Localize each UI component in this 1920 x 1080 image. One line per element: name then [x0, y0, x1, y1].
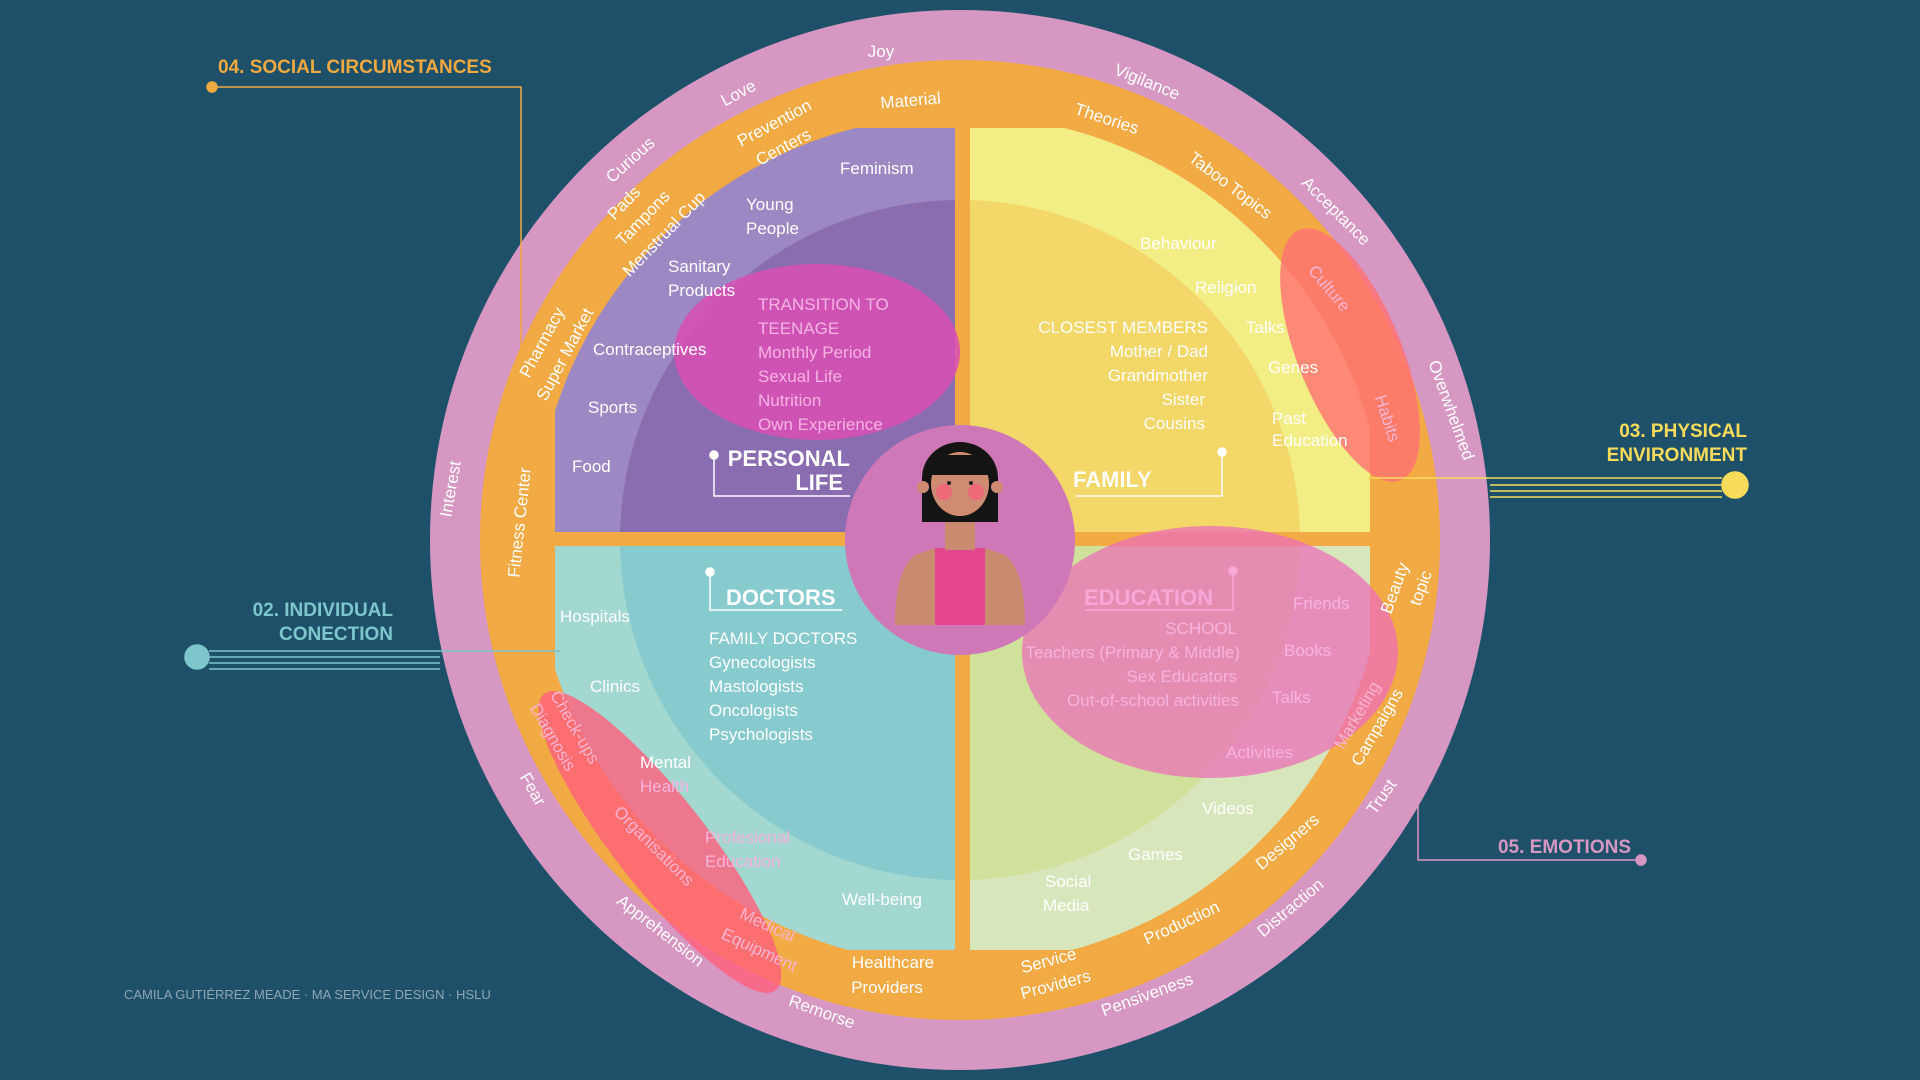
- doctors-item: Mental: [640, 753, 691, 772]
- highlight-healthcare: [538, 691, 782, 993]
- education-item: Activities: [1226, 743, 1293, 762]
- personal-item: Young: [746, 195, 794, 214]
- family-title: FAMILY: [1073, 467, 1152, 492]
- doctors-title-marker: [705, 567, 842, 611]
- education-item: Talks: [1272, 688, 1311, 707]
- doctors-list: Psychologists: [709, 725, 813, 744]
- personal-item: Products: [668, 281, 735, 300]
- individual-connector: [184, 644, 560, 670]
- callout-emotions: 05. EMOTIONS: [1498, 837, 1631, 858]
- family-member: CLOSEST MEMBERS: [1038, 318, 1208, 337]
- quadrant-family-inner: [970, 200, 1300, 532]
- education-item: Friends: [1293, 594, 1350, 613]
- avatar-icon: [895, 442, 1025, 625]
- footer-credit: CAMILA GUTIÉRREZ MEADE · MA SERVICE DESI…: [124, 987, 491, 1002]
- education-item: Books: [1284, 641, 1331, 660]
- personal-item: Feminism: [840, 159, 914, 178]
- physical-connector: [1367, 471, 1749, 499]
- social-label: Healthcare: [852, 953, 934, 972]
- transition-item: Nutrition: [758, 391, 821, 410]
- transition-item: Monthly Period: [758, 343, 871, 362]
- personal-item: People: [746, 219, 799, 238]
- highlight-transition: [674, 264, 960, 440]
- callout-physical-line1: 03. PHYSICAL: [1619, 421, 1747, 442]
- personal-item: Sports: [588, 398, 637, 417]
- education-item: Videos: [1202, 799, 1254, 818]
- doctors-item: Hospitals: [560, 607, 630, 626]
- family-member: Grandmother: [1108, 366, 1208, 385]
- education-item: Social: [1045, 872, 1091, 891]
- school-item: Out-of-school activities: [1067, 691, 1239, 710]
- doctors-item: Clinics: [590, 677, 640, 696]
- doctors-list: Gynecologists: [709, 653, 816, 672]
- highlight-school: [1022, 526, 1398, 778]
- doctors-item: Health: [640, 777, 689, 796]
- doctors-list: FAMILY DOCTORS: [709, 629, 857, 648]
- family-member: Cousins: [1144, 414, 1205, 433]
- doctors-item: Profesional: [705, 828, 790, 847]
- education-title: EDUCATION: [1084, 585, 1213, 610]
- school-item: SCHOOL: [1165, 619, 1237, 638]
- personal-title-marker: [709, 450, 850, 497]
- personal-title: LIFE: [795, 470, 843, 495]
- education-item: Media: [1043, 896, 1090, 915]
- school-item: Sex Educators: [1126, 667, 1237, 686]
- personal-item: Contraceptives: [593, 340, 706, 359]
- transition-item: Own Experience: [758, 415, 883, 434]
- education-title-marker: [1085, 566, 1238, 611]
- doctors-title: DOCTORS: [726, 585, 836, 610]
- family-title-marker: [1076, 447, 1227, 497]
- family-item: Talks: [1246, 318, 1285, 337]
- personal-item: Food: [572, 457, 611, 476]
- transition-item: Sexual Life: [758, 367, 842, 386]
- highlight-culture-habits: [1280, 228, 1420, 482]
- family-member: Sister: [1162, 390, 1206, 409]
- callout-individual-line1: 02. INDIVIDUAL: [253, 600, 394, 621]
- family-item: Religion: [1195, 278, 1256, 297]
- emotions-connector: [1417, 790, 1647, 866]
- doctors-item: Well-being: [842, 890, 922, 909]
- family-item: Genes: [1268, 358, 1318, 377]
- school-item: Teachers (Primary & Middle): [1026, 643, 1240, 662]
- personal-item: Sanitary: [668, 257, 731, 276]
- transition-item: TEENAGE: [758, 319, 839, 338]
- doctors-list: Mastologists: [709, 677, 803, 696]
- callout-social: 04. SOCIAL CIRCUMSTANCES: [218, 57, 492, 78]
- family-member: Mother / Dad: [1110, 342, 1208, 361]
- family-item: Past: [1272, 409, 1306, 428]
- social-label: Providers: [851, 978, 923, 997]
- quadrant-doctors-inner: [620, 546, 955, 880]
- callout-individual-line2: CONECTION: [279, 624, 393, 645]
- doctors-list: Oncologists: [709, 701, 798, 720]
- emotion-label: Joy: [868, 42, 895, 61]
- social-connector: [206, 81, 522, 352]
- education-item: Games: [1128, 845, 1183, 864]
- transition-item: TRANSITION TO: [758, 295, 889, 314]
- family-item: Behaviour: [1140, 234, 1217, 253]
- doctors-item: Education: [705, 852, 781, 871]
- callout-physical-line2: ENVIRONMENT: [1607, 445, 1748, 466]
- personal-title: PERSONAL: [728, 446, 850, 471]
- family-item: Education: [1272, 431, 1348, 450]
